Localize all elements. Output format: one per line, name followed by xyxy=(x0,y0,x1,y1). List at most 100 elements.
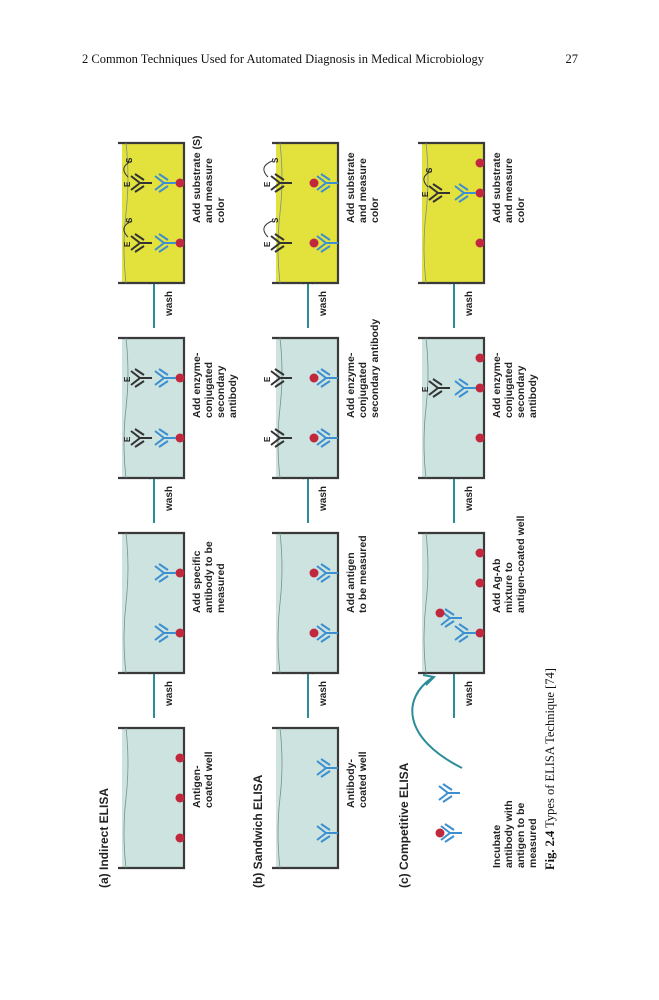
arrow-head-icon xyxy=(422,674,437,686)
antigen-dot xyxy=(309,373,319,383)
liquid-surface xyxy=(277,532,283,674)
step-caption-line: mixture to xyxy=(503,562,515,613)
antigen-dot xyxy=(175,628,185,638)
antigen-dot xyxy=(175,373,185,383)
primary-antibody-icon xyxy=(154,623,176,643)
step-caption-line: Antibody- xyxy=(345,759,357,808)
antigen-dot xyxy=(475,578,485,588)
substrate-label: S xyxy=(271,157,280,163)
step-caption-line: Add substrate xyxy=(491,152,503,223)
antibody-stroke xyxy=(316,173,338,193)
well-liquid xyxy=(422,143,484,283)
liquid-surface xyxy=(277,727,283,869)
liquid-surface xyxy=(123,727,129,869)
antibody-stroke xyxy=(316,428,338,448)
antibody-stroke xyxy=(454,183,476,203)
wash-label: wash xyxy=(164,291,175,317)
well-liquid xyxy=(276,533,338,673)
antibody-stroke xyxy=(154,368,176,388)
step-caption-line: Incubate xyxy=(491,825,503,868)
enzyme-label: E xyxy=(263,181,272,187)
wash-label: wash xyxy=(464,681,475,707)
step-caption-line: antibody to be xyxy=(203,541,215,613)
wash-label: wash xyxy=(318,486,329,512)
antibody-icon xyxy=(454,183,476,203)
step-caption-line: color xyxy=(215,197,227,223)
secondary-antibody-icon xyxy=(270,233,292,253)
antibody-stroke xyxy=(130,368,152,388)
antibody-stroke xyxy=(270,233,292,253)
antigen-dot xyxy=(175,568,185,578)
step-caption-line: Add Ag-Ab xyxy=(491,559,503,613)
well-liquid xyxy=(276,143,338,283)
step-caption-line: Add substrate xyxy=(345,152,357,223)
secondary-antibody-icon xyxy=(130,233,152,253)
free-antibody-icon xyxy=(440,608,462,628)
liquid-surface xyxy=(277,142,283,284)
step-caption-line: secondary xyxy=(215,365,227,418)
liquid-surface xyxy=(423,337,429,479)
step-caption-line: coated well xyxy=(203,751,215,808)
step-caption-line: coated well xyxy=(357,751,369,808)
step-caption-line: Add enzyme- xyxy=(491,352,503,418)
reaction-arrow-icon xyxy=(423,170,433,188)
antigen-dot xyxy=(309,238,319,248)
well-liquid xyxy=(122,728,184,868)
enzyme-label: E xyxy=(421,191,430,197)
step-caption-line: measured xyxy=(527,818,539,868)
enzyme-label: E xyxy=(123,376,132,382)
antigen-dot xyxy=(475,548,485,558)
capture-antibody-icon xyxy=(316,623,338,643)
step-caption-line: Add specific xyxy=(191,550,203,613)
capture-antibody-icon xyxy=(316,428,338,448)
antibody-stroke xyxy=(438,783,460,803)
antibody-stroke xyxy=(154,623,176,643)
antibody-stroke xyxy=(454,623,476,643)
well-outline xyxy=(118,141,186,285)
step-caption-line: and measure xyxy=(203,158,215,223)
well-outline xyxy=(418,336,486,480)
capture-antibody-icon xyxy=(316,173,338,193)
well-outline xyxy=(272,726,340,870)
capture-antibody-icon xyxy=(316,233,338,253)
antigen-dot xyxy=(475,353,485,363)
antigen-dot xyxy=(475,158,485,168)
step-caption-line: Add antigen xyxy=(345,552,357,613)
liquid-surface xyxy=(123,337,129,479)
well-outline xyxy=(118,336,186,480)
antigen-dot xyxy=(175,793,185,803)
step-caption-line: and measure xyxy=(503,158,515,223)
enzyme-label: E xyxy=(123,436,132,442)
antibody-stroke xyxy=(270,428,292,448)
step-caption-line: antigen-coated well xyxy=(515,515,527,613)
antibody-icon xyxy=(454,378,476,398)
antigen-dot xyxy=(475,238,485,248)
wash-label: wash xyxy=(464,291,475,317)
antibody-stroke xyxy=(316,823,338,843)
antigen-dot xyxy=(309,628,319,638)
free-antibody-icon xyxy=(440,823,462,843)
well-liquid xyxy=(122,338,184,478)
antibody-stroke xyxy=(130,428,152,448)
well-liquid xyxy=(122,533,184,673)
well-outline xyxy=(418,531,486,675)
antigen-dot xyxy=(475,188,485,198)
substrate-label: S xyxy=(125,157,134,163)
step-caption-line: Antigen- xyxy=(191,765,203,808)
secondary-antibody-icon xyxy=(130,428,152,448)
antibody-stroke xyxy=(440,608,462,628)
antigen-dot xyxy=(175,753,185,763)
bound-antigen-dot xyxy=(435,608,445,618)
secondary-antibody-icon xyxy=(130,173,152,193)
antibody-stroke xyxy=(316,233,338,253)
antibody-stroke xyxy=(154,173,176,193)
reaction-arrow-icon xyxy=(263,160,273,178)
antibody-icon xyxy=(454,623,476,643)
primary-antibody-icon xyxy=(154,428,176,448)
secondary-antibody-icon xyxy=(270,368,292,388)
primary-antibody-icon xyxy=(154,233,176,253)
enzyme-label: E xyxy=(123,181,132,187)
